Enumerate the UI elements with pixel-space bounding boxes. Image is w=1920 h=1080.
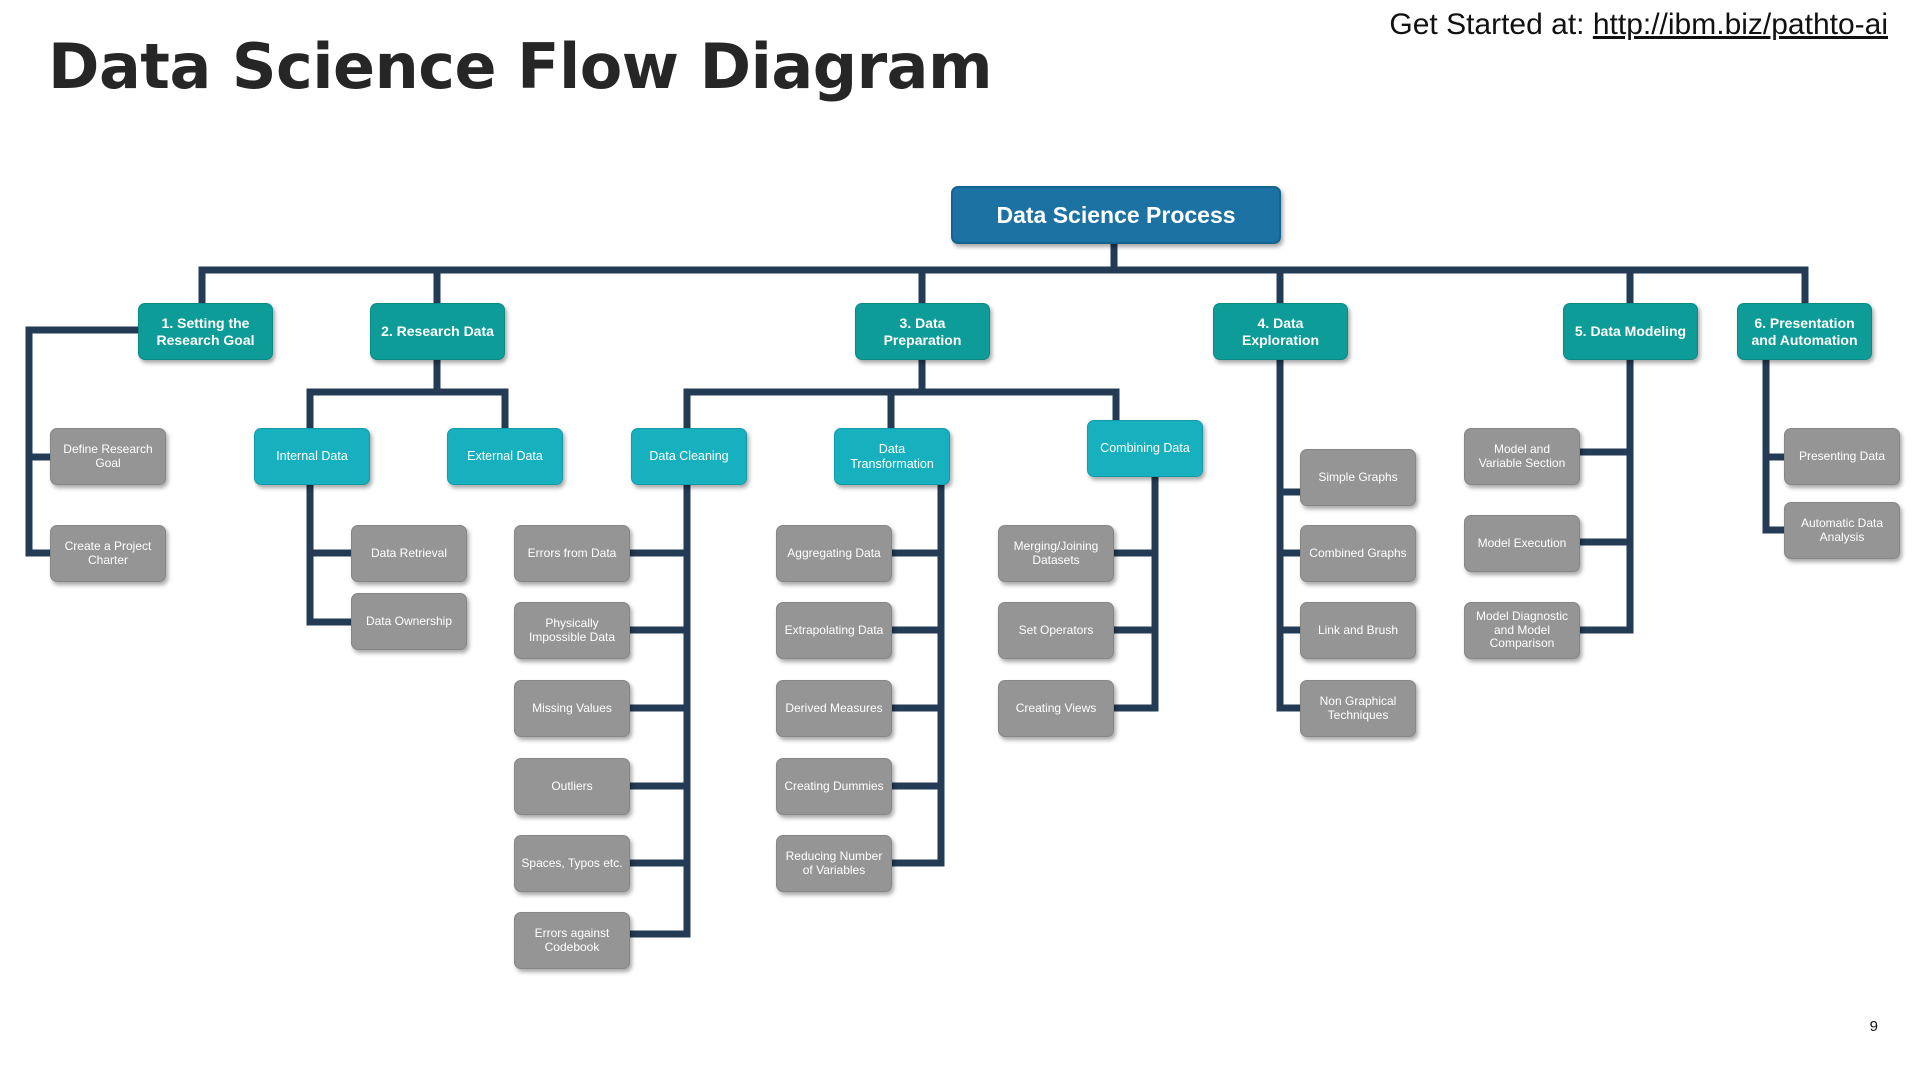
phase2-connector bbox=[306, 356, 509, 432]
data-cleaning-connector bbox=[626, 481, 691, 938]
phase3-connector bbox=[683, 356, 1120, 432]
page-title: Data Science Flow Diagram bbox=[48, 30, 993, 103]
leaf-presenting-data: Presenting Data bbox=[1784, 428, 1900, 485]
get-started-link[interactable]: http://ibm.biz/pathto-ai bbox=[1592, 8, 1888, 41]
leaf-model-diagnostic-comparison: Model Diagnostic and Model Comparison bbox=[1464, 602, 1580, 659]
leaf-outliers: Outliers bbox=[514, 758, 630, 815]
leaf-extrapolating-data: Extrapolating Data bbox=[776, 602, 892, 659]
combining-data-connector bbox=[1110, 473, 1159, 712]
leaf-derived-measures: Derived Measures bbox=[776, 680, 892, 737]
sub-external-data: External Data bbox=[447, 428, 563, 485]
phase5-connector bbox=[1574, 356, 1634, 634]
leaf-reducing-number-of-variables: Reducing Number of Variables bbox=[776, 835, 892, 892]
phase-5-node: 5. Data Modeling bbox=[1563, 303, 1698, 360]
root-connector bbox=[198, 238, 1809, 307]
leaf-non-graphical-techniques: Non Graphical Techniques bbox=[1300, 680, 1416, 737]
leaf-data-ownership: Data Ownership bbox=[351, 593, 467, 650]
leaf-define-research-goal: Define Research Goal bbox=[50, 428, 166, 485]
sub-combining-data: Combining Data bbox=[1087, 420, 1203, 477]
data-transformation-connector bbox=[887, 481, 945, 867]
leaf-errors-from-data: Errors from Data bbox=[514, 525, 630, 582]
leaf-spaces-typos: Spaces, Typos etc. bbox=[514, 835, 630, 892]
leaf-creating-dummies: Creating Dummies bbox=[776, 758, 892, 815]
sub-internal-data: Internal Data bbox=[254, 428, 370, 485]
leaf-combined-graphs: Combined Graphs bbox=[1300, 525, 1416, 582]
leaf-automatic-data-analysis: Automatic Data Analysis bbox=[1784, 502, 1900, 559]
leaf-aggregating-data: Aggregating Data bbox=[776, 525, 892, 582]
internal-data-connector bbox=[306, 481, 356, 626]
get-started-label: Get Started at: bbox=[1389, 8, 1585, 41]
leaf-data-retrieval: Data Retrieval bbox=[351, 525, 467, 582]
leaf-link-and-brush: Link and Brush bbox=[1300, 602, 1416, 659]
leaf-missing-values: Missing Values bbox=[514, 680, 630, 737]
phase-2-node: 2. Research Data bbox=[370, 303, 505, 360]
leaf-simple-graphs: Simple Graphs bbox=[1300, 449, 1416, 506]
phase4-connector bbox=[1276, 356, 1306, 712]
phase-6-node: 6. Presentation and Automation bbox=[1737, 303, 1872, 360]
phase-1-node: 1. Setting the Research Goal bbox=[138, 303, 273, 360]
sub-data-transformation: Data Transformation bbox=[834, 428, 950, 485]
leaf-model-execution: Model Execution bbox=[1464, 515, 1580, 572]
phase-4-node: 4. Data Exploration bbox=[1213, 303, 1348, 360]
leaf-merging-joining-datasets: Merging/Joining Datasets bbox=[998, 525, 1114, 582]
leaf-physically-impossible-data: Physically Impossible Data bbox=[514, 602, 630, 659]
leaf-model-and-variable-section: Model and Variable Section bbox=[1464, 428, 1580, 485]
leaf-set-operators: Set Operators bbox=[998, 602, 1114, 659]
get-started-line: Get Started at: http://ibm.biz/pathto-ai bbox=[1389, 8, 1888, 42]
phase-3-node: 3. Data Preparation bbox=[855, 303, 990, 360]
page-number: 9 bbox=[1869, 1018, 1878, 1035]
leaf-creating-views: Creating Views bbox=[998, 680, 1114, 737]
root-node: Data Science Process bbox=[951, 186, 1281, 244]
leaf-errors-against-codebook: Errors against Codebook bbox=[514, 912, 630, 969]
sub-data-cleaning: Data Cleaning bbox=[631, 428, 747, 485]
leaf-create-project-charter: Create a Project Charter bbox=[50, 525, 166, 582]
phase1-connector bbox=[25, 326, 142, 557]
